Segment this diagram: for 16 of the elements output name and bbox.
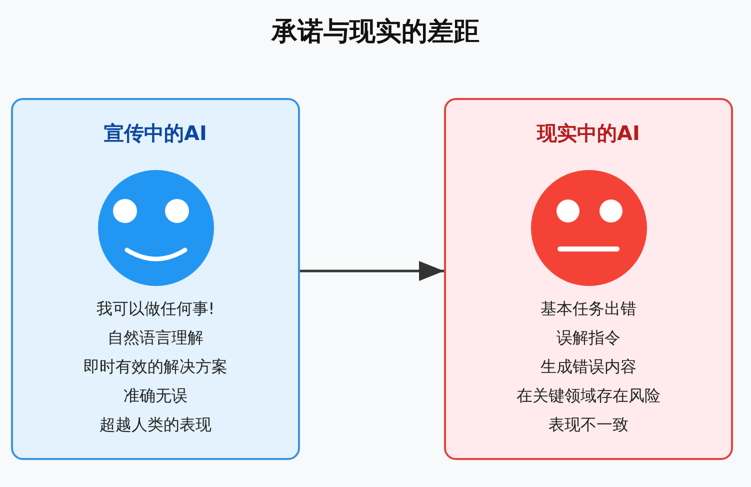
list-item: 基本任务出错: [540, 298, 636, 320]
list-item: 准确无误: [124, 385, 188, 407]
box-heading: 宣传中的AI: [104, 120, 207, 147]
list-item: 表现不一致: [548, 414, 628, 436]
list-item: 超越人类的表现: [100, 414, 212, 436]
arrow: [300, 261, 444, 281]
list-item: 生成错误内容: [540, 356, 636, 378]
rounded-box: [444, 98, 733, 460]
rounded-box: [11, 98, 300, 460]
list-item: 即时有效的解决方案: [84, 356, 228, 378]
list-item: 在关键领域存在风险: [516, 385, 660, 407]
title: 承诺与现实的差距: [272, 16, 480, 49]
box-heading: 现实中的AI: [537, 120, 640, 147]
list-item: 我可以做任何事!: [96, 298, 215, 320]
list-item: 误解指令: [556, 327, 620, 349]
list-item: 自然语言理解: [108, 327, 204, 349]
